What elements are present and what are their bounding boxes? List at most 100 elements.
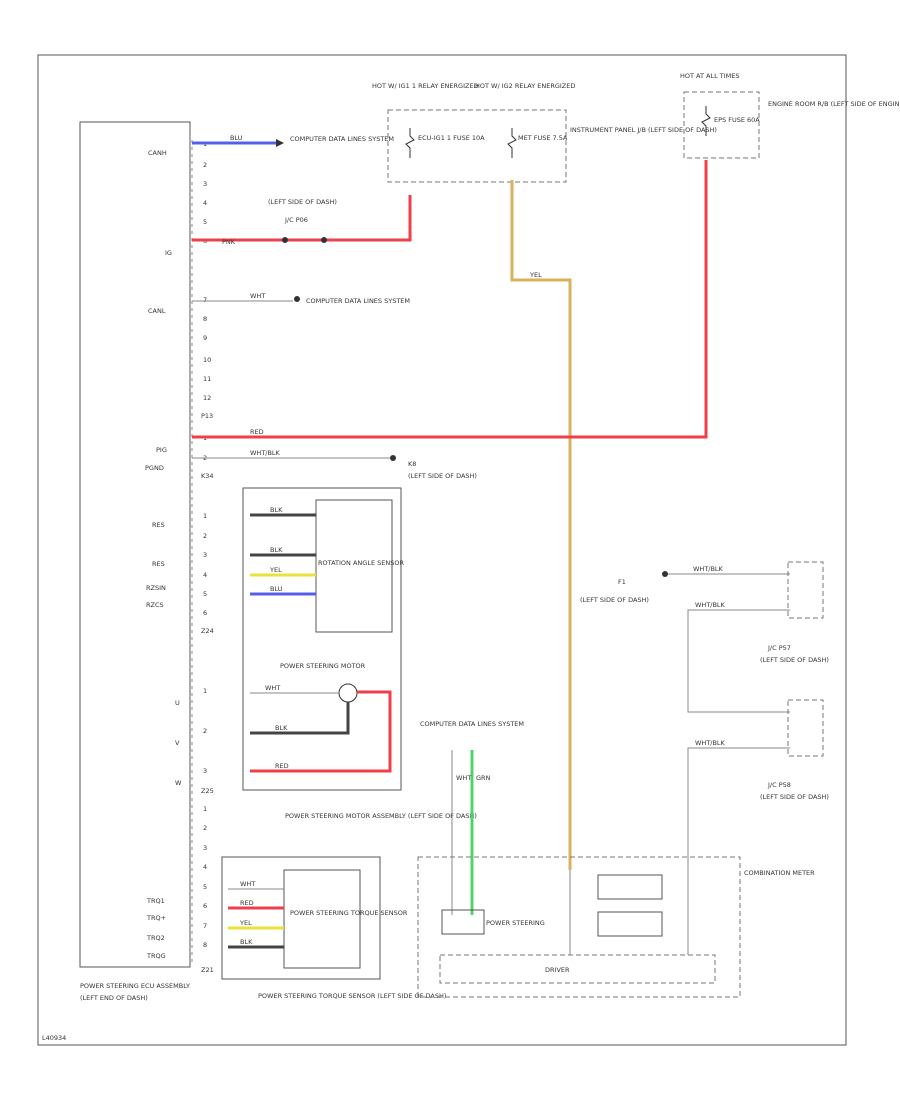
diagram-frame xyxy=(37,54,847,1046)
motor-asm-box xyxy=(242,487,402,791)
meter-block-1 xyxy=(597,874,663,900)
panel-jb-box xyxy=(387,109,567,183)
wire-ig xyxy=(192,195,412,242)
comp3-label: COMPUTER DATA LINES SYSTEM xyxy=(420,720,524,728)
engine-rb-box xyxy=(683,91,760,159)
svg-text:2: 2 xyxy=(203,824,207,832)
fuse3-label: EPS FUSE 60A xyxy=(714,116,760,124)
sig-u: U xyxy=(175,699,180,707)
wire-label-whtblk-pgnd: WHT/BLK xyxy=(250,449,281,457)
sig-rzsin: RZSIN xyxy=(146,584,166,592)
sig-canh: CANH xyxy=(148,149,167,157)
conn-p15: Z24 xyxy=(201,627,214,635)
wire-label-blk-v: BLK xyxy=(275,724,288,732)
svg-text:5: 5 xyxy=(203,218,207,226)
svg-text:12: 12 xyxy=(203,394,211,402)
driver-label: DRIVER xyxy=(545,966,570,974)
wire-label-wht-u: WHT xyxy=(265,684,280,692)
svg-text:3: 3 xyxy=(203,551,207,559)
jc-node-2 xyxy=(321,237,327,243)
hot1-label: HOT W/ IG1 1 RELAY ENERGIZED xyxy=(372,82,479,90)
wire-met xyxy=(510,180,572,870)
ref-id: L40934 xyxy=(42,1034,66,1042)
sig-pgnd: PGND xyxy=(145,464,164,472)
torque-sensor-box xyxy=(283,869,361,969)
sig-rzcs: RZCS xyxy=(146,601,164,609)
torque-label: POWER STEERING TORQUE SENSOR xyxy=(290,909,408,917)
ecu-loc: (LEFT END OF DASH) xyxy=(80,994,148,1002)
jcp58-label: J/C P58 xyxy=(767,781,791,789)
engine-label: ENGINE ROOM R/B (LEFT SIDE OF ENGINE COM… xyxy=(768,100,900,108)
f1-label: F1 xyxy=(618,578,626,586)
svg-text:10: 10 xyxy=(203,356,211,364)
pins-e: 1 2 3 4 5 6 7 8 xyxy=(203,805,207,949)
svg-text:1: 1 xyxy=(203,512,207,520)
comp1-label: COMPUTER DATA LINES SYSTEM xyxy=(290,135,394,143)
sig-trq1: TRQ1 xyxy=(146,897,165,905)
panel-label: INSTRUMENT PANEL J/B (LEFT SIDE OF DASH) xyxy=(570,126,717,134)
driver-block xyxy=(439,954,716,984)
sig-trq2b: TRQG xyxy=(146,952,166,960)
sig-res2: RES xyxy=(152,560,165,568)
meter-block-2 xyxy=(597,911,663,937)
sig-ig: IG xyxy=(165,249,172,257)
fuse3-icon xyxy=(701,106,711,136)
wire-jc-meter xyxy=(687,747,790,955)
jc-node xyxy=(282,237,288,243)
wire-v xyxy=(250,702,350,735)
canl-end xyxy=(294,296,300,302)
wire-label-pnk: PNK xyxy=(222,238,236,246)
sig-canl: CANL xyxy=(148,307,166,315)
pins-d: 1 2 3 xyxy=(203,687,207,775)
fuse2-label: MET FUSE 7.5A xyxy=(518,134,568,142)
svg-text:7: 7 xyxy=(203,296,207,304)
wire-label-grn: GRN xyxy=(476,774,491,782)
svg-text:4: 4 xyxy=(203,199,207,207)
svg-text:6: 6 xyxy=(203,902,207,910)
wire-label-yel-1: YEL xyxy=(269,566,282,574)
svg-text:2: 2 xyxy=(203,161,207,169)
jc-p57 xyxy=(787,561,824,619)
conn-p16: Z25 xyxy=(201,787,214,795)
fuse1-label: ECU-IG1 1 FUSE 10A xyxy=(418,134,485,142)
svg-text:1: 1 xyxy=(203,687,207,695)
k8-label: K8 xyxy=(408,460,416,468)
sig-v: V xyxy=(175,739,180,747)
jc-pnl-label: J/C P06 xyxy=(284,216,308,224)
wire-label-whtblk-f1: WHT/BLK xyxy=(693,565,724,573)
svg-text:6: 6 xyxy=(203,609,207,617)
hot2-label: HOT W/ IG2 RELAY ENERGIZED xyxy=(475,82,575,90)
wire-label-red-trq: RED xyxy=(240,899,254,907)
torque-asm-label: POWER STEERING TORQUE SENSOR (LEFT SIDE … xyxy=(258,992,446,1000)
wire-label-wht-bot: WHT xyxy=(456,774,471,782)
svg-text:3: 3 xyxy=(203,180,207,188)
conn-p13: P13 xyxy=(201,412,213,420)
combo-meter-box xyxy=(417,856,741,998)
svg-text:2: 2 xyxy=(203,532,207,540)
wire-label-whtblk-meter: WHT/BLK xyxy=(695,739,726,747)
motor-asm-label: POWER STEERING MOTOR ASSEMBLY (LEFT SIDE… xyxy=(285,812,477,820)
jcp57loc-label: (LEFT SIDE OF DASH) xyxy=(760,656,829,664)
comp2-label: COMPUTER DATA LINES SYSTEM xyxy=(306,297,410,305)
wire-eps xyxy=(192,160,708,439)
wire-label-blk-trq: BLK xyxy=(240,938,253,946)
fuse2-icon xyxy=(507,128,517,158)
conn-p17: Z21 xyxy=(201,966,214,974)
pins-c: 1 2 3 4 5 6 xyxy=(203,512,207,617)
pgnd-end xyxy=(390,455,396,461)
svg-text:3: 3 xyxy=(203,844,207,852)
f1loc-label: (LEFT SIDE OF DASH) xyxy=(580,596,649,604)
svg-text:4: 4 xyxy=(203,863,207,871)
svg-text:1: 1 xyxy=(203,805,207,813)
sig-trq1b: TRQ+ xyxy=(146,914,166,922)
arrow-canh xyxy=(276,139,284,147)
wire-label-whtblk-loop: WHT/BLK xyxy=(695,601,726,609)
sig-res1: RES xyxy=(152,521,165,529)
svg-text:9: 9 xyxy=(203,334,207,342)
svg-text:2: 2 xyxy=(203,727,207,735)
sig-trq2: TRQ2 xyxy=(146,934,165,942)
hot3-label: HOT AT ALL TIMES xyxy=(680,72,740,80)
wire-w xyxy=(250,690,392,773)
svg-text:11: 11 xyxy=(203,375,211,383)
ecu-box xyxy=(79,121,191,968)
